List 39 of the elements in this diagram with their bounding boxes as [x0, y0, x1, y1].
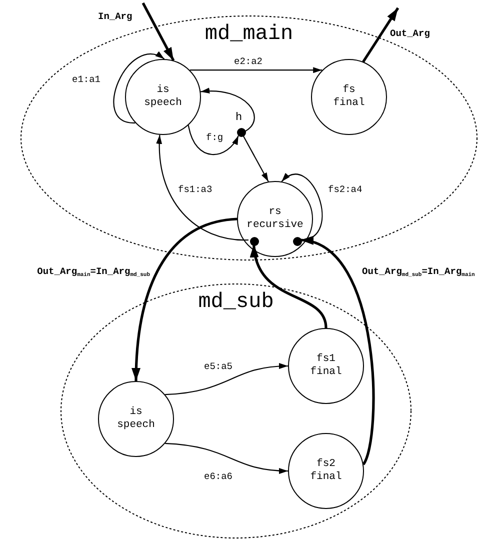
- edge-label: Out_Arg$_{main}$=In_Arg$_{md_sub}$: [37, 266, 150, 280]
- transition-arrow: [113, 52, 165, 124]
- state-circle: [125, 59, 201, 135]
- state-label: is speech: [117, 406, 155, 432]
- transition-arrow: [200, 88, 255, 132]
- state-label: is speech: [144, 84, 182, 110]
- state-label: rs recursive: [246, 206, 304, 232]
- transition-arrow: [142, 2, 175, 62]
- edge-label: f:g: [206, 132, 224, 143]
- state-circle: [237, 181, 313, 257]
- junction-label: h: [236, 112, 242, 124]
- transition-arrow: [300, 238, 375, 465]
- transition-arrow: [132, 218, 238, 382]
- state-label: fs final: [333, 84, 365, 110]
- edge-label: fs2:a4: [328, 184, 362, 195]
- edge-label: e6:a6: [204, 471, 233, 482]
- edge-label: e2:a2: [234, 56, 263, 67]
- state-circle: [311, 59, 387, 135]
- edge-label: e1:a1: [72, 74, 101, 85]
- transition-arrow: [188, 125, 239, 155]
- transition-arrow: [165, 363, 288, 396]
- transition-arrow: [362, 7, 400, 62]
- transition-arrow: [156, 134, 249, 241]
- module-name: md_main: [204, 23, 294, 46]
- edge-label: e5:a5: [204, 361, 233, 372]
- transition-arrow: [242, 136, 269, 182]
- transition-arrow: [190, 67, 322, 74]
- state-label: fs1 final: [310, 353, 342, 379]
- transition-arrow: [251, 244, 328, 328]
- transition-arrow: [165, 442, 288, 474]
- edge-label: Out_Arg: [390, 28, 430, 39]
- edge-label: In_Arg: [98, 11, 132, 22]
- module-name: md_sub: [198, 291, 274, 314]
- edge-label: Out_Arg$_{md_sub}$=In_Arg$_{main}$: [362, 266, 475, 280]
- state-label: fs2 final: [310, 458, 342, 484]
- edge-label: fs1:a3: [178, 184, 212, 195]
- state-circle: [98, 381, 174, 457]
- state-circle: [288, 433, 364, 509]
- state-circle: [288, 328, 364, 404]
